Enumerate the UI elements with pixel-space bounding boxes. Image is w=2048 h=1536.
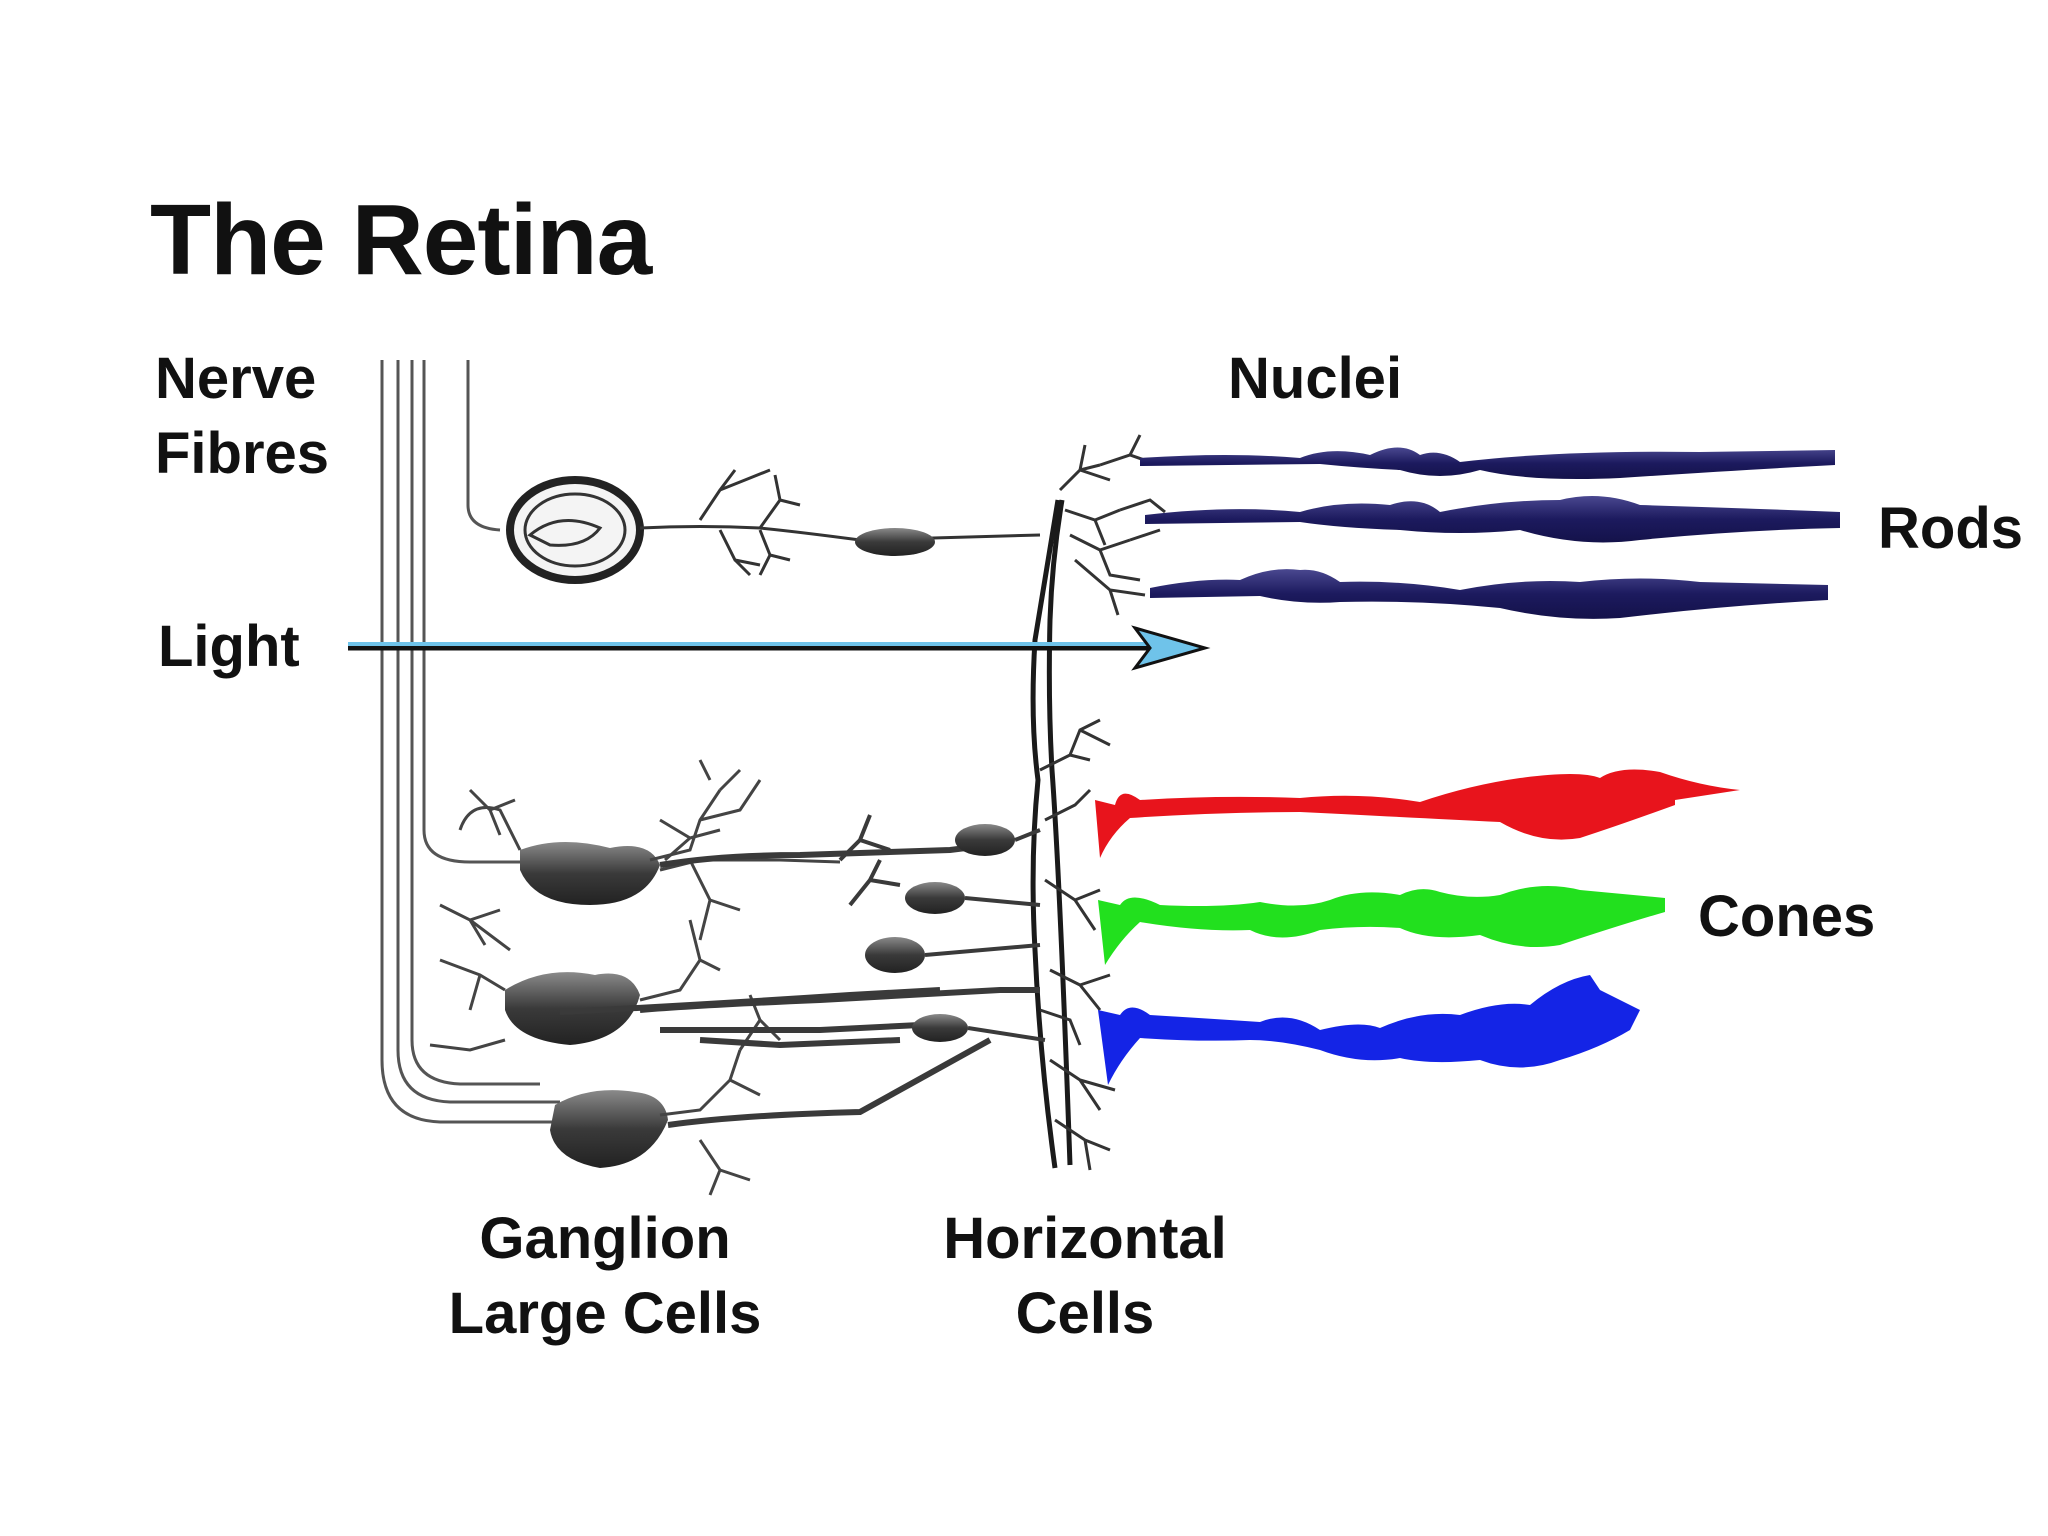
label-nuclei: Nuclei: [1228, 346, 1403, 411]
top-axon: [639, 468, 1041, 577]
bipolar-cell-4: [912, 1014, 968, 1042]
label-nerve-fibres-1: Nerve: [155, 346, 317, 411]
rod-dendrites: [1058, 434, 1166, 616]
top-axon-cell-body: [855, 528, 935, 556]
ring-cell: [506, 476, 644, 584]
rod-1: [1140, 447, 1835, 479]
bipolar-cell-1: [955, 824, 1015, 856]
label-horizontal-2: Cells: [1015, 1281, 1155, 1346]
bipolar-cell-3: [865, 937, 925, 973]
bipolar-links: [838, 814, 1046, 1042]
label-rods: Rods: [1878, 496, 2023, 561]
label-nerve-fibres-2: Fibres: [155, 421, 330, 486]
light-arrow: [348, 625, 1211, 671]
label-cones: Cones: [1698, 884, 1876, 949]
cone-green: [1098, 886, 1665, 965]
label-ganglion-1: Ganglion: [479, 1206, 731, 1271]
horizontal-cells-fibre: [1030, 499, 1073, 1169]
nerve-fibres: [380, 360, 560, 1124]
cone-dendrites: [1039, 718, 1116, 1171]
cones: [1095, 769, 1740, 1085]
label-light: Light: [158, 614, 300, 679]
label-horizontal-1: Horizontal: [943, 1206, 1227, 1271]
rod-3: [1150, 569, 1828, 619]
rods: [1140, 447, 1840, 619]
rod-2: [1145, 496, 1840, 543]
bipolar-cells: [865, 824, 1015, 1042]
diagram-title: The Retina: [150, 184, 652, 296]
ganglion-cell-3: [550, 1090, 668, 1168]
cone-red: [1095, 769, 1740, 858]
ganglion-cell-1: [520, 841, 660, 905]
bipolar-cell-2: [905, 882, 965, 914]
ganglion-axons: [559, 842, 1040, 1128]
cone-blue: [1098, 975, 1640, 1085]
label-ganglion-2: Large Cells: [448, 1281, 762, 1346]
